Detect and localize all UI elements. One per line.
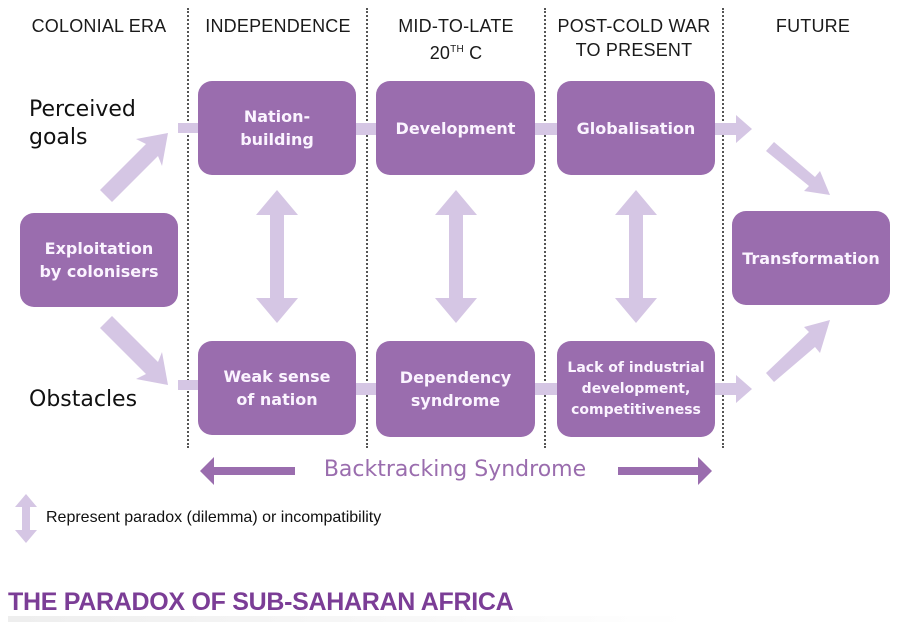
row-label-obstacles: Obstacles — [29, 387, 138, 412]
era-mid-to-late-20th-c: MID-TO-LATE 20TH C — [370, 14, 542, 65]
box-weak-sense-of-nation: Weak sense of nation — [198, 341, 356, 435]
box-nation-building: Nation- building — [198, 81, 356, 175]
row-label-perceived-goals: Perceived goals — [29, 97, 136, 150]
era-mid-line2: 20TH C — [370, 38, 542, 65]
era-colonial: COLONIAL ERA — [31, 16, 167, 36]
double-vertical-arrow-icon — [15, 494, 37, 543]
backtracking-syndrome-label: Backtracking Syndrome — [323, 457, 587, 482]
connector-dependency-lack — [535, 383, 559, 395]
era-independence: INDEPENDENCE — [205, 16, 351, 36]
arrow-lack-out — [715, 375, 752, 403]
box-exploitation-by-colonisers: Exploitation by colonisers — [20, 213, 178, 307]
connector-nation-development — [356, 123, 378, 135]
paradox-arrow-mid-20th — [435, 190, 477, 323]
era-mid-c: C — [463, 43, 483, 63]
divider-1 — [187, 8, 189, 448]
box-globalisation: Globalisation — [557, 81, 715, 175]
paradox-arrow-post-cold-war — [615, 190, 657, 323]
paradox-arrow-independence — [256, 190, 298, 323]
era-future: FUTURE — [775, 16, 851, 36]
box-dependency-syndrome: Dependency syndrome — [376, 341, 535, 437]
arrow-exploitation-to-goals — [100, 133, 168, 202]
arrow-to-transformation-from-obstacles — [766, 320, 830, 382]
backtrack-arrow-left — [200, 457, 295, 485]
era-mid-superscript: TH — [450, 44, 464, 55]
connector-goals-start — [178, 123, 200, 133]
legend-text: Represent paradox (dilemma) or incompati… — [46, 509, 382, 526]
era-post-line2: TO PRESENT — [575, 40, 693, 60]
divider-3 — [544, 8, 546, 448]
divider-4 — [722, 8, 724, 448]
connector-development-globalisation — [535, 123, 559, 135]
box-lack-of-industrial-development: Lack of industrial development, competit… — [557, 341, 715, 437]
era-mid-line1: MID-TO-LATE — [398, 16, 514, 36]
era-post-line1: POST-COLD WAR — [557, 16, 711, 36]
title-underline-shadow — [8, 616, 688, 622]
box-transformation: Transformation — [732, 211, 890, 305]
divider-2 — [366, 8, 368, 448]
arrow-exploitation-to-obstacles — [100, 316, 168, 385]
era-post-cold-war: POST-COLD WAR TO PRESENT — [548, 14, 720, 62]
era-mid-century: 20 — [429, 43, 451, 63]
connector-weak-dependency — [356, 383, 378, 395]
page-title: THE PARADOX OF SUB-SAHARAN AFRICA — [8, 588, 514, 616]
box-development: Development — [376, 81, 535, 175]
arrow-globalisation-out — [715, 115, 752, 143]
arrow-to-transformation-from-goals — [766, 142, 830, 195]
backtrack-arrow-right — [618, 457, 712, 485]
connector-obstacles-start — [178, 380, 200, 390]
